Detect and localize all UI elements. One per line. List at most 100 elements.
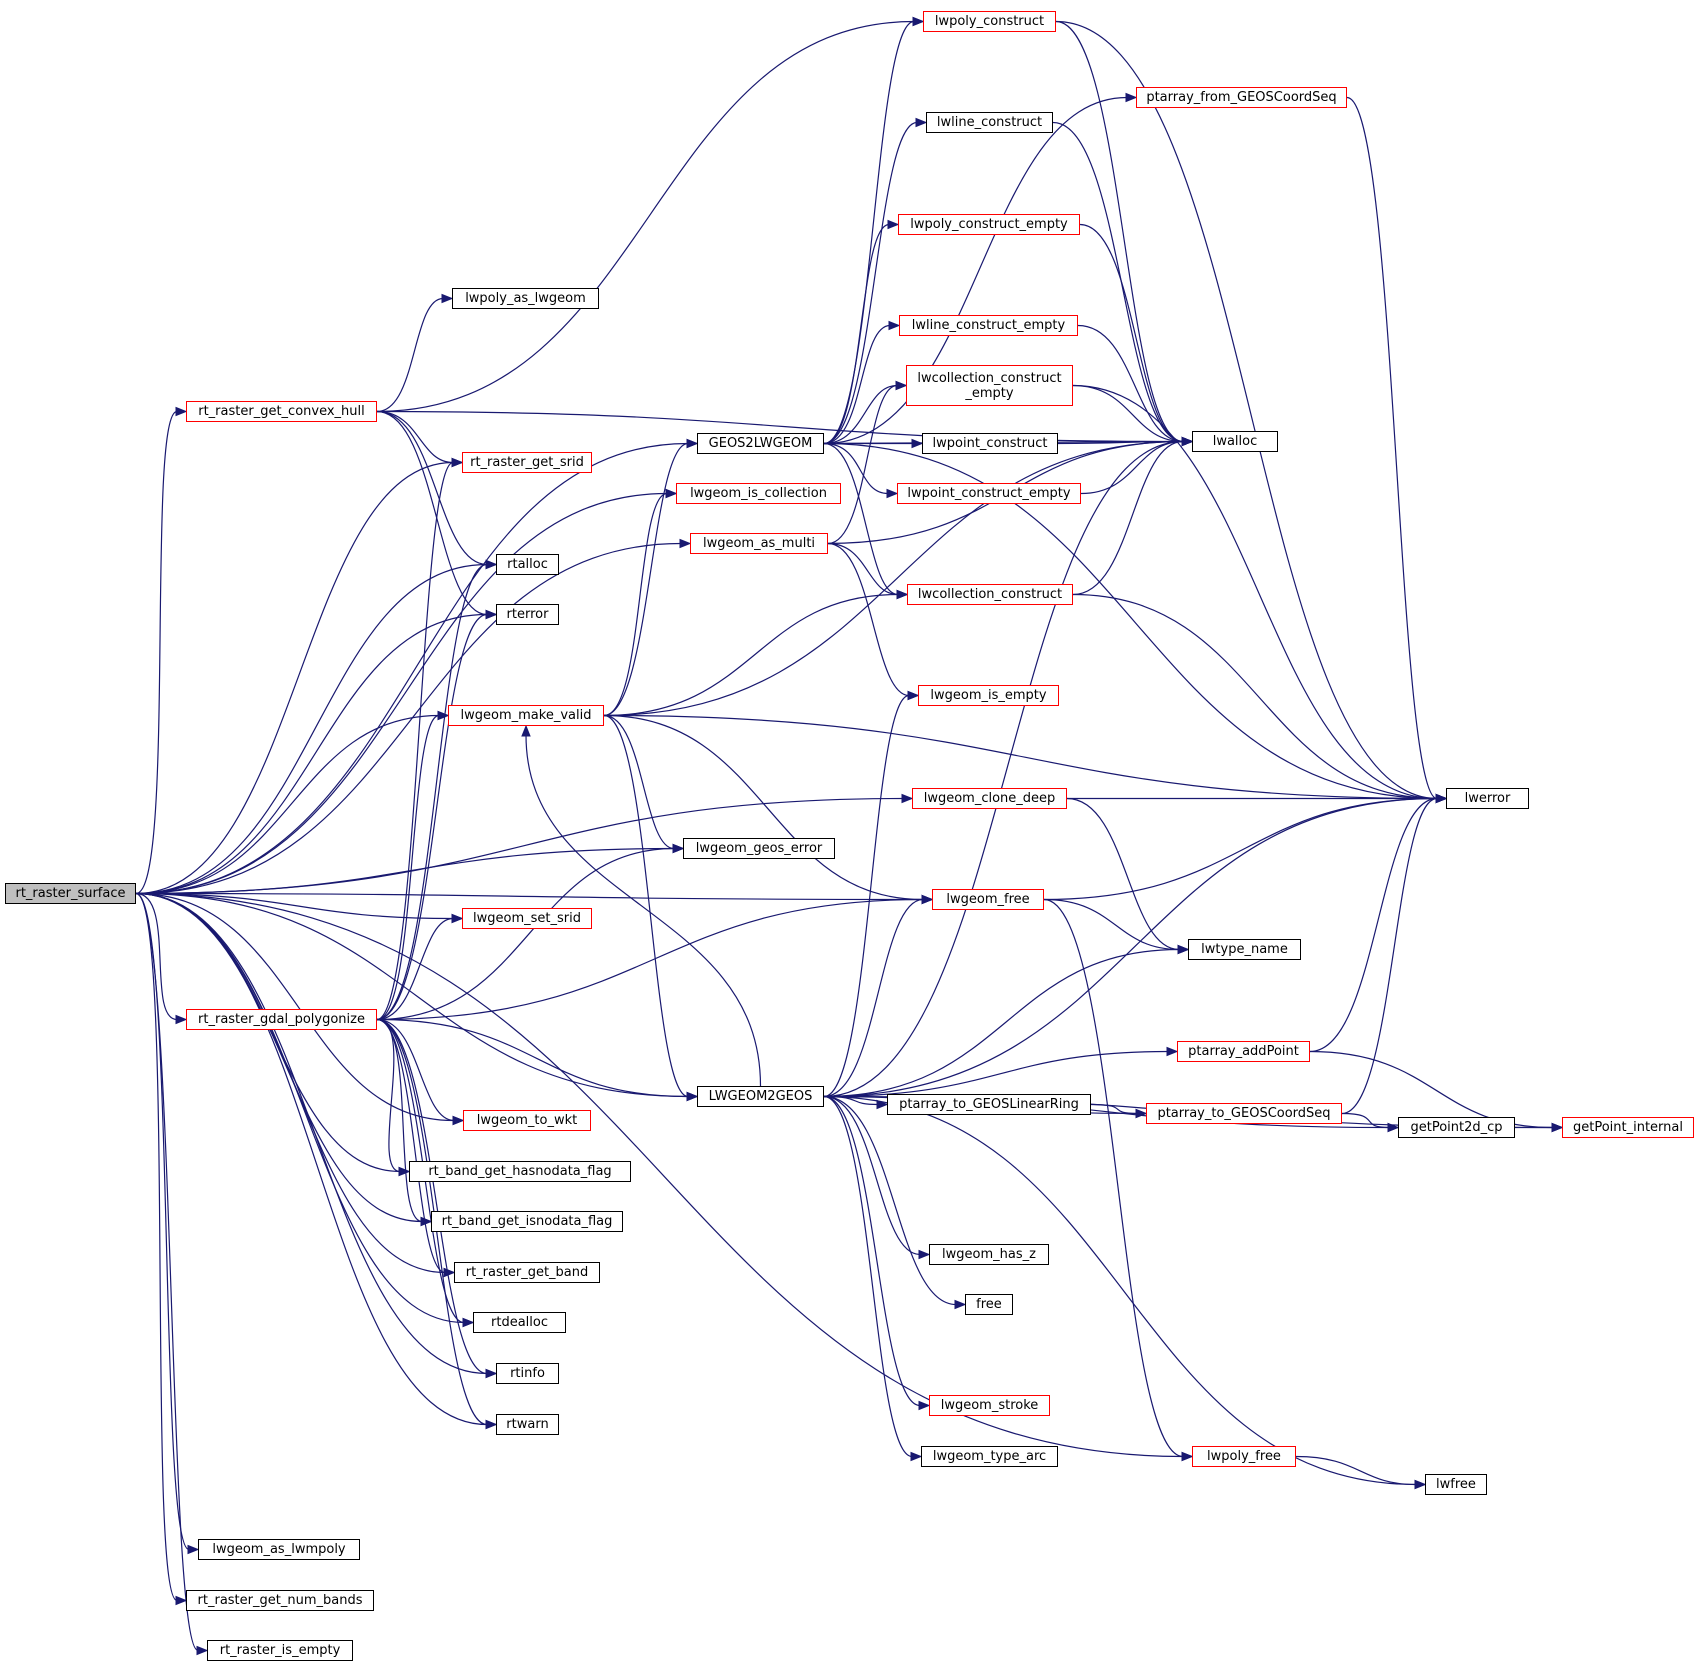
node-lwfree[interactable]: lwfree [1425,1474,1487,1495]
node-rtalloc[interactable]: rtalloc [496,554,559,575]
node-lwpoint-construct[interactable]: lwpoint_construct [922,433,1058,454]
edge-64 [823,442,1438,800]
edge-12 [135,892,488,1375]
edge-20 [135,847,675,895]
node-lwpoly-as-lwgeom[interactable]: lwpoly_as_lwgeom [452,288,599,309]
node-rt-raster-get-band[interactable]: rt_raster_get_band [454,1262,600,1283]
node-ptarray-addpoint[interactable]: ptarray_addPoint [1177,1041,1310,1062]
node-ptarray-to-geoscoordseq[interactable]: ptarray_to_GEOSCoordSeq [1146,1103,1342,1124]
edge-61 [823,442,889,495]
node-free[interactable]: free [965,1294,1013,1315]
edge-55 [823,96,1128,445]
node-lwgeom-as-multi[interactable]: lwgeom_as_multi [690,533,828,554]
edge-arrowhead-83 [910,1451,923,1462]
edge-96 [1346,96,1438,800]
edge-47 [603,492,668,717]
edge-10 [135,892,446,1274]
node-rt-band-get-hasnodata-flag[interactable]: rt_band_get_hasnodata_flag [409,1161,631,1182]
node-lwgeom-as-lwmpoly[interactable]: lwgeom_as_lwmpoly [198,1539,360,1560]
edge-59 [823,384,898,445]
edge-107 [1309,797,1438,1053]
node-lwgeom-set-srid[interactable]: lwgeom_set_srid [462,908,592,929]
node-rterror[interactable]: rterror [496,604,559,625]
node-rt-raster-get-num-bands[interactable]: rt_raster_get_num_bands [186,1590,374,1611]
node-rt-raster-gdal-polygonize[interactable]: rt_raster_gdal_polygonize [186,1009,377,1030]
node-lwline-construct-empty[interactable]: lwline_construct_empty [899,315,1078,336]
edge-94 [1072,440,1184,596]
node-rt-raster-surface: rt_raster_surface [5,883,136,904]
edge-arrowhead-32 [485,559,498,570]
edge-78 [823,797,1438,1098]
node-lwgeom-type-arc[interactable]: lwgeom_type_arc [921,1446,1058,1467]
edge-arrowhead-65 [895,380,908,391]
node-ptarray-to-geoslinearring[interactable]: ptarray_to_GEOSLinearRing [887,1094,1091,1115]
node-lwgeom2geos[interactable]: LWGEOM2GEOS [697,1086,824,1107]
node-rt-band-get-isnodata-flag[interactable]: rt_band_get_isnodata_flag [431,1211,623,1232]
edge-95 [1072,593,1438,800]
edge-arrowhead-76 [921,894,934,905]
node-lwtype-name[interactable]: lwtype_name [1188,939,1301,960]
node-rtdealloc[interactable]: rtdealloc [473,1312,566,1333]
edge-56 [823,121,918,445]
node-lwcollection-construct[interactable]: lwcollection_construct [907,584,1073,605]
node-geos2lwgeom[interactable]: GEOS2LWGEOM [697,433,824,454]
edge-arrowhead-70 [876,1099,889,1110]
edge-41 [376,1018,488,1375]
edge-arrowhead-80 [918,1249,931,1260]
node-lwerror[interactable]: lwerror [1446,788,1529,809]
edge-39 [376,1018,446,1274]
node-lwpoly-construct-empty[interactable]: lwpoly_construct_empty [898,214,1080,235]
edge-35 [376,917,454,1021]
edge-arrowhead-107 [1435,793,1448,804]
edge-4 [135,714,440,895]
edge-15 [135,892,178,1602]
edge-74 [823,1050,1169,1098]
node-lwgeom-geos-error[interactable]: lwgeom_geos_error [683,838,835,859]
edge-91 [1072,384,1438,800]
edge-arrowhead-57 [887,219,900,230]
node-getpoint-internal[interactable]: getPoint_internal [1562,1117,1694,1138]
edge-arrowhead-81 [954,1299,967,1310]
node-lwline-construct[interactable]: lwline_construct [926,112,1053,133]
node-lwalloc[interactable]: lwalloc [1192,431,1278,452]
node-lwgeom-stroke[interactable]: lwgeom_stroke [929,1395,1050,1416]
edge-arrowhead-54 [912,16,925,27]
node-lwgeom-has-z[interactable]: lwgeom_has_z [929,1244,1049,1265]
node-rt-raster-get-convex-hull[interactable]: rt_raster_get_convex_hull [186,401,377,422]
edge-27 [376,410,488,566]
node-lwcollection-construct-empty[interactable]: lwcollection_construct _empty [906,365,1073,406]
node-rtwarn[interactable]: rtwarn [496,1414,559,1435]
edge-arrowhead-66 [896,589,909,600]
node-lwgeom-make-valid[interactable]: lwgeom_make_valid [448,705,604,726]
edge-arrowhead-25 [441,293,454,304]
edge-89 [1077,324,1184,443]
edge-49 [603,440,1184,717]
node-rtinfo[interactable]: rtinfo [496,1363,559,1384]
node-lwpoly-free[interactable]: lwpoly_free [1192,1446,1296,1467]
edge-81 [823,1095,957,1306]
node-rt-raster-is-empty[interactable]: rt_raster_is_empty [207,1640,353,1661]
node-lwgeom-is-collection[interactable]: lwgeom_is_collection [676,483,841,504]
edge-arrowhead-0 [175,406,188,417]
edge-76 [823,898,924,1098]
edge-101 [1043,898,1184,1458]
edge-arrowhead-82 [918,1400,931,1411]
node-lwgeom-clone-deep[interactable]: lwgeom_clone_deep [912,788,1067,809]
edge-23 [135,892,924,901]
node-lwgeom-is-empty[interactable]: lwgeom_is_empty [918,685,1059,706]
edge-arrowhead-14 [187,1544,200,1555]
edge-66 [827,542,899,596]
edge-33 [376,613,488,1021]
node-lwpoly-construct[interactable]: lwpoly_construct [923,11,1056,32]
edge-arrowhead-108 [1414,1479,1427,1490]
node-ptarray-from-geoscoordseq[interactable]: ptarray_from_GEOSCoordSeq [1136,87,1347,108]
node-lwgeom-free[interactable]: lwgeom_free [932,889,1044,910]
edge-67 [827,542,910,697]
node-lwgeom-to-wkt[interactable]: lwgeom_to_wkt [463,1110,591,1131]
node-lwpoint-construct-empty[interactable]: lwpoint_construct_empty [897,483,1081,504]
node-rt-raster-get-srid[interactable]: rt_raster_get_srid [462,452,592,473]
edge-99 [1043,797,1438,901]
node-getpoint2d-cp[interactable]: getPoint2d_cp [1398,1117,1515,1138]
edge-arrowhead-55 [1125,92,1138,103]
edge-arrowhead-102 [1135,1108,1148,1119]
